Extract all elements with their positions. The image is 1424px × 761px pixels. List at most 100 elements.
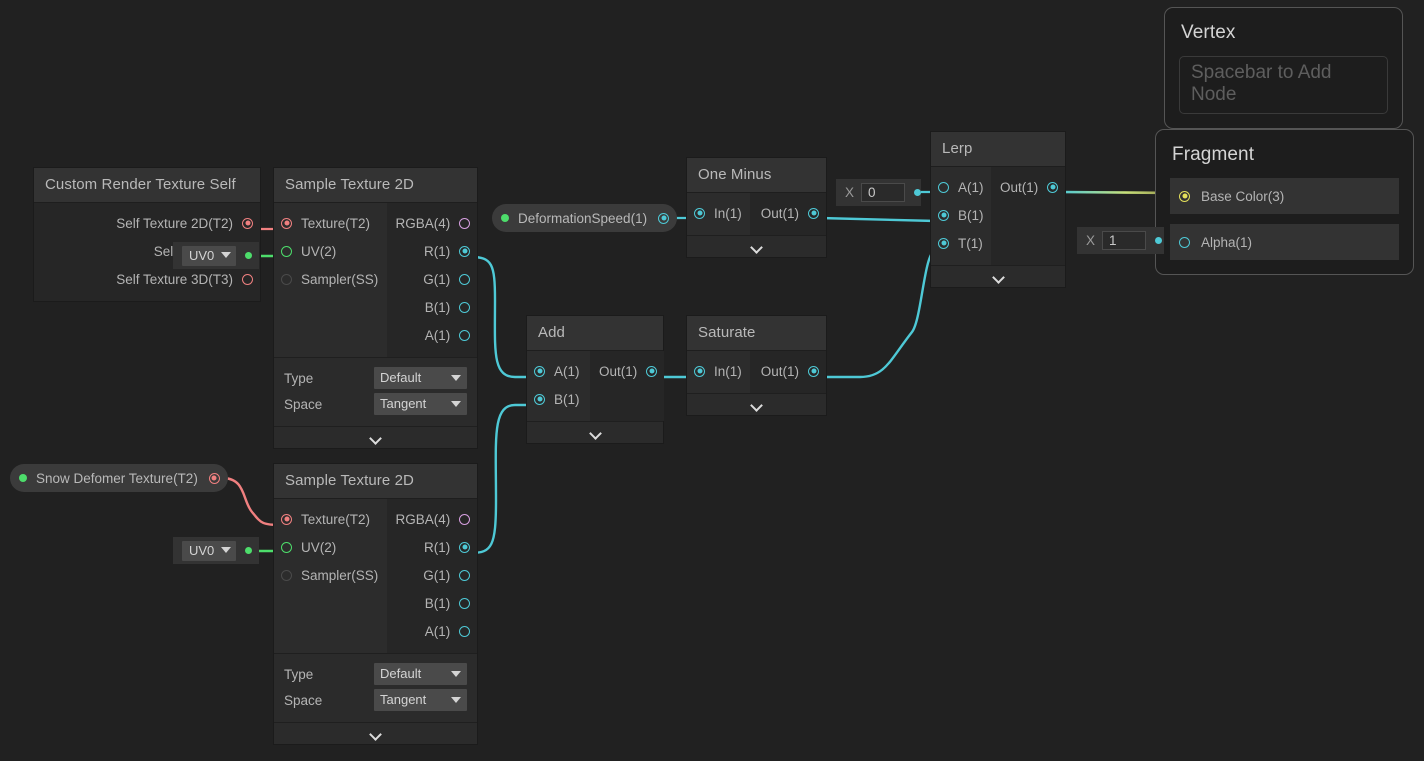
port-sampler[interactable]: Sampler(SS)	[274, 265, 387, 293]
port-dot-icon[interactable]	[459, 301, 471, 313]
setting-type[interactable]: Type Default	[284, 366, 467, 390]
node-sample-texture-2d-bottom[interactable]: Sample Texture 2D Texture(T2) UV(2) Samp…	[273, 463, 478, 745]
port-b[interactable]: B(1)	[387, 589, 477, 617]
port-dot-icon[interactable]	[694, 207, 705, 219]
uv-slot-bottom[interactable]: UV0	[173, 537, 259, 564]
port-dot-icon[interactable]	[281, 245, 292, 257]
port-out[interactable]: Out(1)	[590, 357, 664, 385]
port-a[interactable]: A(1)	[387, 321, 477, 349]
type-dropdown[interactable]: Default	[374, 367, 467, 389]
alpha-value-field[interactable]: 1	[1102, 231, 1147, 250]
property-deformation-speed[interactable]: DeformationSpeed(1)	[492, 204, 678, 232]
master-stack-vertex[interactable]: Vertex Spacebar to Add Node	[1164, 7, 1403, 129]
port-self-texture-3d[interactable]: Self Texture 3D(T3)	[34, 265, 260, 293]
port-texture[interactable]: Texture(T2)	[274, 209, 387, 237]
port-dot-icon[interactable]	[1179, 190, 1190, 202]
port-g[interactable]: G(1)	[387, 561, 477, 589]
node-saturate[interactable]: Saturate In(1) Out(1)	[686, 315, 827, 416]
uv-slot-dot-icon[interactable]	[245, 547, 252, 554]
port-dot-icon[interactable]	[459, 541, 471, 553]
port-b[interactable]: B(1)	[931, 201, 991, 229]
port-dot-icon[interactable]	[459, 273, 471, 285]
port-g[interactable]: G(1)	[387, 265, 477, 293]
port-texture[interactable]: Texture(T2)	[274, 505, 387, 533]
port-dot-icon[interactable]	[459, 569, 471, 581]
slot-dot-icon[interactable]	[1155, 237, 1163, 244]
node-add[interactable]: Add A(1) B(1) Out(1)	[526, 315, 665, 444]
port-dot-icon[interactable]	[938, 209, 949, 221]
port-in[interactable]: In(1)	[687, 199, 750, 227]
port-r[interactable]: R(1)	[387, 533, 477, 561]
node-collapse-toggle[interactable]	[687, 393, 826, 415]
port-dot-icon[interactable]	[534, 365, 545, 377]
uv-dropdown-bottom[interactable]: UV0	[182, 540, 236, 561]
port-t[interactable]: T(1)	[931, 229, 991, 257]
space-dropdown[interactable]: Tangent	[374, 689, 467, 711]
node-collapse-toggle[interactable]	[687, 235, 826, 257]
port-dot-icon[interactable]	[808, 365, 819, 377]
port-dot-icon[interactable]	[938, 237, 949, 249]
port-rgba[interactable]: RGBA(4)	[387, 505, 477, 533]
port-a[interactable]: A(1)	[931, 173, 991, 201]
port-sampler[interactable]: Sampler(SS)	[274, 561, 387, 589]
port-dot-icon[interactable]	[1047, 181, 1059, 193]
port-dot-icon[interactable]	[459, 245, 471, 257]
node-sample-texture-2d-top[interactable]: Sample Texture 2D Texture(T2) UV(2) Samp…	[273, 167, 478, 449]
port-dot-icon[interactable]	[281, 513, 292, 525]
port-out[interactable]: Out(1)	[750, 357, 826, 385]
port-dot-icon[interactable]	[646, 365, 658, 377]
port-dot-icon[interactable]	[242, 217, 253, 229]
port-dot-icon[interactable]	[938, 181, 949, 193]
node-collapse-toggle[interactable]	[274, 722, 477, 744]
master-stack-fragment[interactable]: Fragment Base Color(3) Alpha(1)	[1155, 129, 1414, 275]
block-alpha[interactable]: Alpha(1)	[1170, 224, 1399, 260]
node-custom-render-texture-self[interactable]: Custom Render Texture Self Self Texture …	[33, 167, 261, 302]
port-uv[interactable]: UV(2)	[274, 533, 387, 561]
port-dot-icon[interactable]	[242, 273, 253, 285]
type-dropdown[interactable]: Default	[374, 663, 467, 685]
port-dot-icon[interactable]	[459, 329, 471, 341]
node-collapse-toggle[interactable]	[274, 426, 477, 448]
port-dot-icon[interactable]	[1179, 236, 1190, 248]
property-snow-deformer-texture[interactable]: Snow Defomer Texture(T2)	[10, 464, 228, 492]
port-b[interactable]: B(1)	[527, 385, 590, 413]
setting-space[interactable]: Space Tangent	[284, 688, 467, 712]
port-r[interactable]: R(1)	[387, 237, 477, 265]
port-a[interactable]: A(1)	[387, 617, 477, 645]
port-uv[interactable]: UV(2)	[274, 237, 387, 265]
setting-space[interactable]: Space Tangent	[284, 392, 467, 416]
node-collapse-toggle[interactable]	[527, 421, 663, 443]
uv-slot-dot-icon[interactable]	[245, 252, 252, 259]
uv-dropdown-top[interactable]: UV0	[182, 245, 236, 266]
float-slot-alpha[interactable]: X 1	[1077, 227, 1164, 254]
port-dot-icon[interactable]	[281, 217, 292, 229]
port-out[interactable]: Out(1)	[991, 173, 1065, 201]
port-dot-icon[interactable]	[459, 597, 471, 609]
port-out[interactable]: Out(1)	[750, 199, 826, 227]
setting-type[interactable]: Type Default	[284, 662, 467, 686]
port-dot-icon[interactable]	[534, 393, 545, 405]
port-dot-icon[interactable]	[694, 365, 705, 377]
port-dot-icon[interactable]	[281, 569, 292, 581]
lerp-a-value-field[interactable]: 0	[861, 183, 906, 202]
port-dot-icon[interactable]	[459, 217, 471, 229]
space-dropdown[interactable]: Tangent	[374, 393, 467, 415]
port-dot-icon[interactable]	[281, 541, 292, 553]
port-dot-icon[interactable]	[808, 207, 819, 219]
port-dot-icon[interactable]	[281, 273, 292, 285]
port-self-texture-2d[interactable]: Self Texture 2D(T2)	[34, 209, 260, 237]
port-in[interactable]: In(1)	[687, 357, 750, 385]
node-one-minus[interactable]: One Minus In(1) Out(1)	[686, 157, 827, 258]
slot-dot-icon[interactable]	[914, 189, 922, 196]
port-dot-icon[interactable]	[459, 513, 471, 525]
port-rgba[interactable]: RGBA(4)	[387, 209, 477, 237]
float-slot-lerp-a[interactable]: X 0	[836, 179, 922, 206]
vertex-add-node-placeholder[interactable]: Spacebar to Add Node	[1179, 56, 1388, 114]
port-dot-icon[interactable]	[208, 472, 220, 484]
port-b[interactable]: B(1)	[387, 293, 477, 321]
port-dot-icon[interactable]	[658, 212, 670, 224]
uv-slot-top[interactable]: UV0	[173, 242, 259, 269]
block-base-color[interactable]: Base Color(3)	[1170, 178, 1399, 214]
port-a[interactable]: A(1)	[527, 357, 590, 385]
